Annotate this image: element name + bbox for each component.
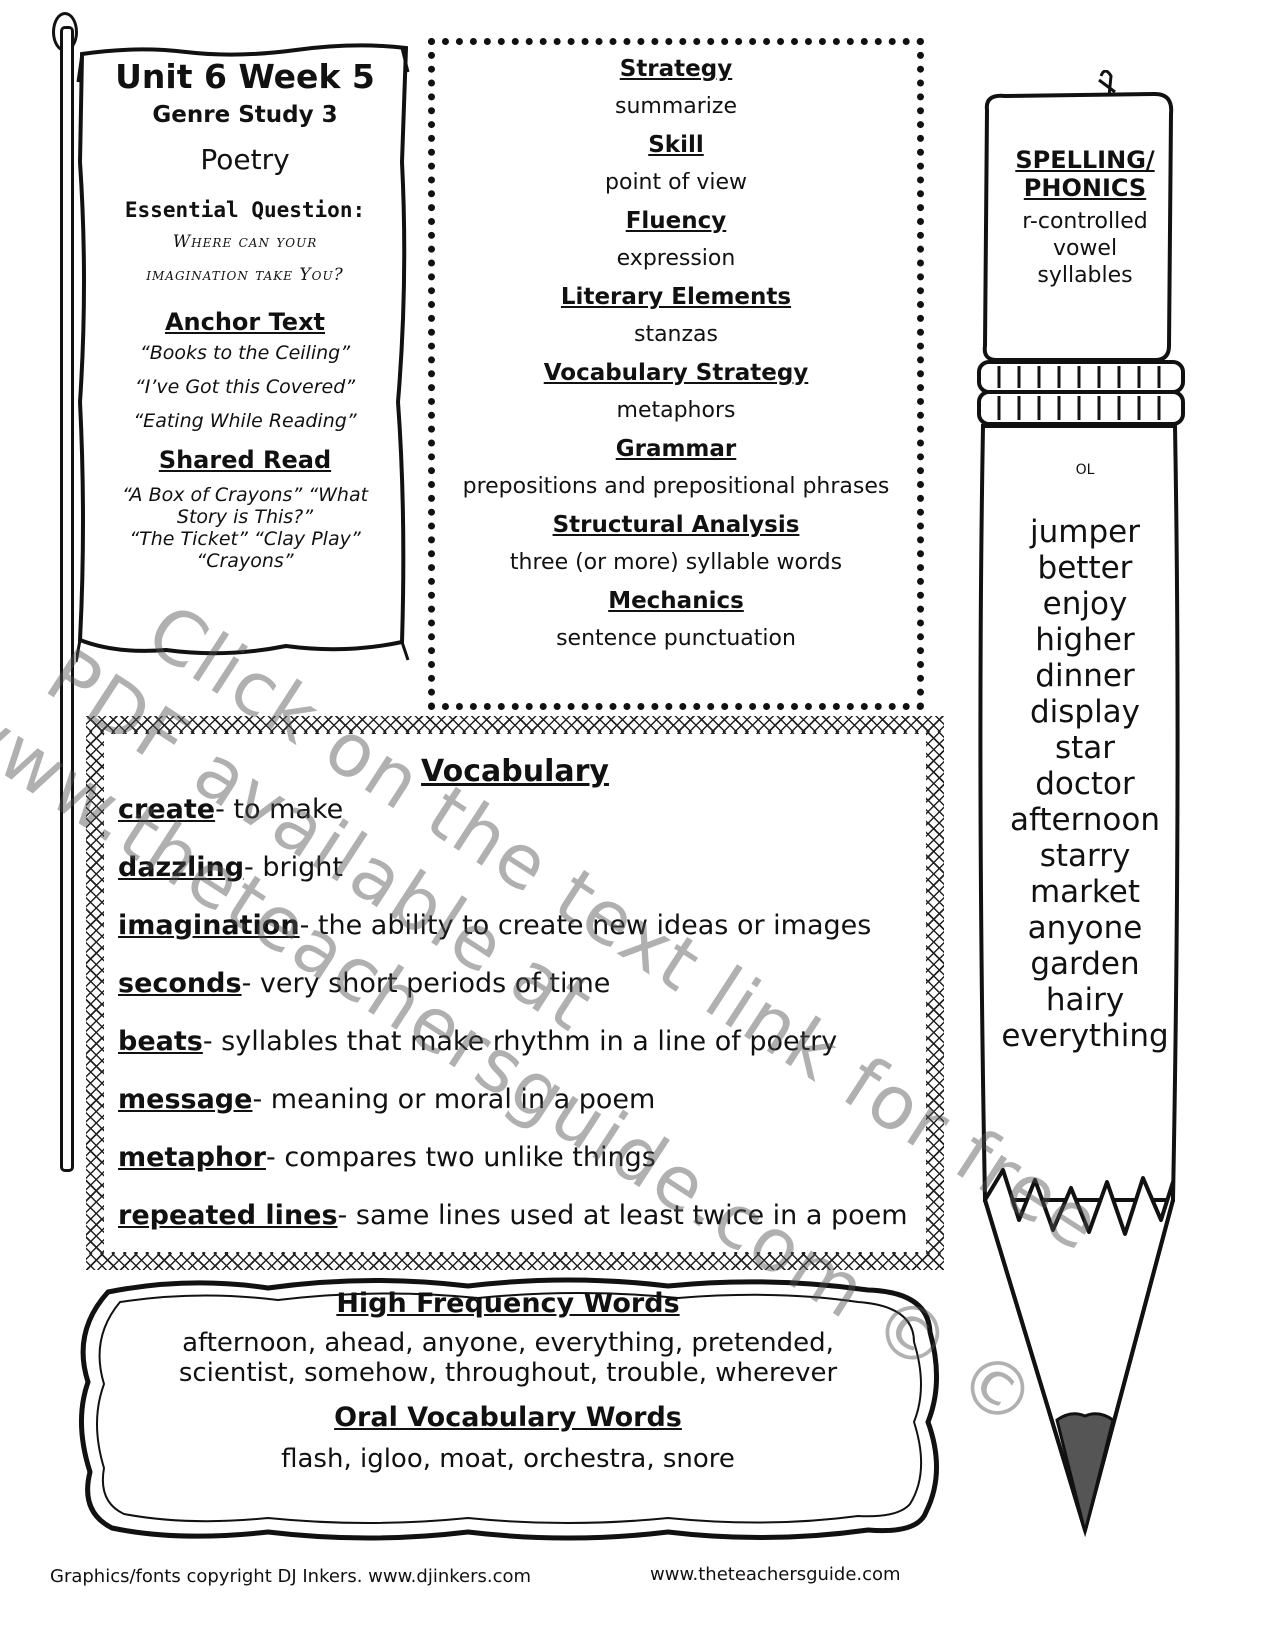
skill-value-strategy: summarize [615, 94, 737, 119]
high-frequency-line: afternoon, ahead, anyone, everything, pr… [182, 1328, 834, 1358]
high-frequency-line: scientist, somehow, throughout, trouble,… [178, 1358, 838, 1388]
essential-question-heading: Essential Question: [124, 198, 366, 222]
spelling-topic-line: r-controlled [1022, 209, 1148, 234]
shared-read-line: “Crayons” [196, 550, 294, 572]
spelling-topic-line: vowel [1052, 236, 1118, 261]
spelling-word: dinner [1035, 658, 1135, 694]
essential-question-text: Where can your imagination take You? [86, 226, 404, 292]
vocab-definition: - very short periods of time [241, 968, 611, 999]
skill-heading-grammar: Grammar [615, 436, 737, 462]
spelling-word: garden [1030, 946, 1140, 982]
vocab-word: repeated lines [118, 1200, 338, 1231]
footer-website: www.theteachersguide.com [650, 1564, 901, 1585]
skills-box: Strategy summarize Skill point of view F… [428, 38, 924, 710]
vocab-definition: - bright [244, 852, 343, 883]
vocab-word: metaphor [118, 1142, 266, 1173]
skill-value-literary-elements: stanzas [633, 322, 718, 347]
flagpole [60, 26, 74, 1172]
vocab-word: message [118, 1084, 253, 1115]
genre-study-label: Genre Study 3 [152, 102, 338, 128]
high-frequency-heading: High Frequency Words [336, 1288, 680, 1319]
skill-heading-mechanics: Mechanics [608, 588, 744, 614]
skill-heading-literary-elements: Literary Elements [560, 284, 792, 310]
vocab-entry: message- meaning or moral in a poem [118, 1084, 655, 1115]
spelling-topic: r-controlled vowel syllables [985, 208, 1185, 289]
vocab-entry: imagination- the ability to create new i… [118, 910, 871, 941]
vocab-entry: repeated lines- same lines used at least… [118, 1200, 908, 1231]
spelling-word: better [1037, 550, 1133, 586]
vocab-entry: create- to make [118, 794, 343, 825]
anchor-text-item: “I’ve Got this Covered” [134, 376, 356, 398]
spelling-word: enjoy [1042, 586, 1128, 622]
vocab-definition: - compares two unlike things [266, 1142, 656, 1173]
shared-read-line: “A Box of Crayons” “What [121, 484, 369, 506]
shared-read-line: Story is This?” [176, 506, 314, 528]
vocab-entry: beats- syllables that make rhythm in a l… [118, 1026, 837, 1057]
skill-value-structural-analysis: three (or more) syllable words [509, 550, 843, 575]
spelling-word: market [1029, 874, 1140, 910]
shared-read-list: “A Box of Crayons” “What Story is This?”… [86, 484, 404, 572]
vocab-entry: metaphor- compares two unlike things [118, 1142, 656, 1173]
spelling-word: display [1029, 694, 1141, 730]
flag-outline [76, 43, 410, 663]
vocab-definition: - to make [215, 794, 344, 825]
oral-vocabulary-heading: Oral Vocabulary Words [334, 1402, 682, 1433]
spelling-word: jumper [1030, 514, 1140, 550]
genre-label: Poetry [200, 143, 290, 176]
vocab-definition: - same lines used at least twice in a po… [337, 1200, 908, 1231]
spelling-word: afternoon [1009, 802, 1161, 838]
shared-read-heading: Shared Read [158, 446, 332, 474]
cloud-frame [79, 1277, 939, 1541]
spelling-heading-line: PHONICS [1023, 174, 1147, 202]
skill-value-vocabulary-strategy: metaphors [616, 398, 736, 423]
unit-week-title: Unit 6 Week 5 [115, 57, 375, 96]
vocab-entry: dazzling- bright [118, 852, 343, 883]
skill-heading-structural-analysis: Structural Analysis [552, 512, 800, 538]
skill-value-grammar: prepositions and prepositional phrases [462, 474, 890, 499]
vocab-definition: - the ability to create new ideas or ima… [299, 910, 872, 941]
vocab-word: create [118, 794, 216, 825]
skill-value-fluency: expression [616, 246, 736, 271]
skill-heading-fluency: Fluency [625, 208, 727, 234]
spelling-word: hairy [1045, 982, 1125, 1018]
vocab-definition: - meaning or moral in a poem [252, 1084, 656, 1115]
footer-credit: Graphics/fonts copyright DJ Inkers. www.… [50, 1566, 532, 1587]
title-flag: Unit 6 Week 5 Genre Study 3 Poetry Essen… [76, 42, 414, 672]
anchor-text-item: “Eating While Reading” [133, 410, 357, 432]
vocabulary-title: Vocabulary [421, 754, 609, 789]
oral-vocabulary-line: flash, igloo, moat, orchestra, snore [281, 1444, 735, 1474]
level-label: OL [1075, 462, 1095, 478]
anchor-text-item: “Books to the Ceiling” [139, 342, 351, 364]
spelling-word: star [1054, 730, 1116, 766]
spelling-word: doctor [1035, 766, 1135, 802]
skill-value-skill: point of view [605, 170, 747, 195]
spelling-heading: SPELLING/ PHONICS [985, 146, 1185, 202]
essential-question-line: Where can your [172, 232, 318, 252]
pencil-outline [977, 70, 1185, 1538]
vocab-word: dazzling [118, 852, 245, 883]
vocab-word: seconds [118, 968, 242, 999]
skill-heading-vocabulary-strategy: Vocabulary Strategy [543, 360, 809, 386]
skill-value-mechanics: sentence punctuation [556, 626, 796, 651]
vocab-word: beats [118, 1026, 203, 1057]
vocab-word: imagination [118, 910, 300, 941]
spelling-topic-line: syllables [1037, 263, 1133, 288]
skill-heading-skill: Skill [648, 132, 704, 158]
vocab-definition: - syllables that make rhythm in a line o… [202, 1026, 838, 1057]
vocabulary-box: Vocabulary create- to make dazzling- bri… [86, 716, 944, 1270]
spelling-heading-line: SPELLING/ [1015, 146, 1155, 174]
shared-read-line: “The Ticket” “Clay Play” [129, 528, 361, 550]
anchor-text-heading: Anchor Text [164, 308, 326, 336]
spelling-word: everything [1001, 1018, 1169, 1054]
spelling-word: anyone [1027, 910, 1143, 946]
essential-question-line: imagination take You? [146, 265, 344, 285]
vocab-entry: seconds- very short periods of time [118, 968, 610, 999]
spelling-word: higher [1035, 622, 1135, 658]
spelling-word: starry [1039, 838, 1131, 874]
spelling-pencil: SPELLING/ PHONICS r-controlled vowel syl… [975, 70, 1205, 1590]
word-lists-box: High Frequency Words afternoon, ahead, a… [68, 1272, 948, 1548]
skill-heading-strategy: Strategy [619, 56, 733, 82]
